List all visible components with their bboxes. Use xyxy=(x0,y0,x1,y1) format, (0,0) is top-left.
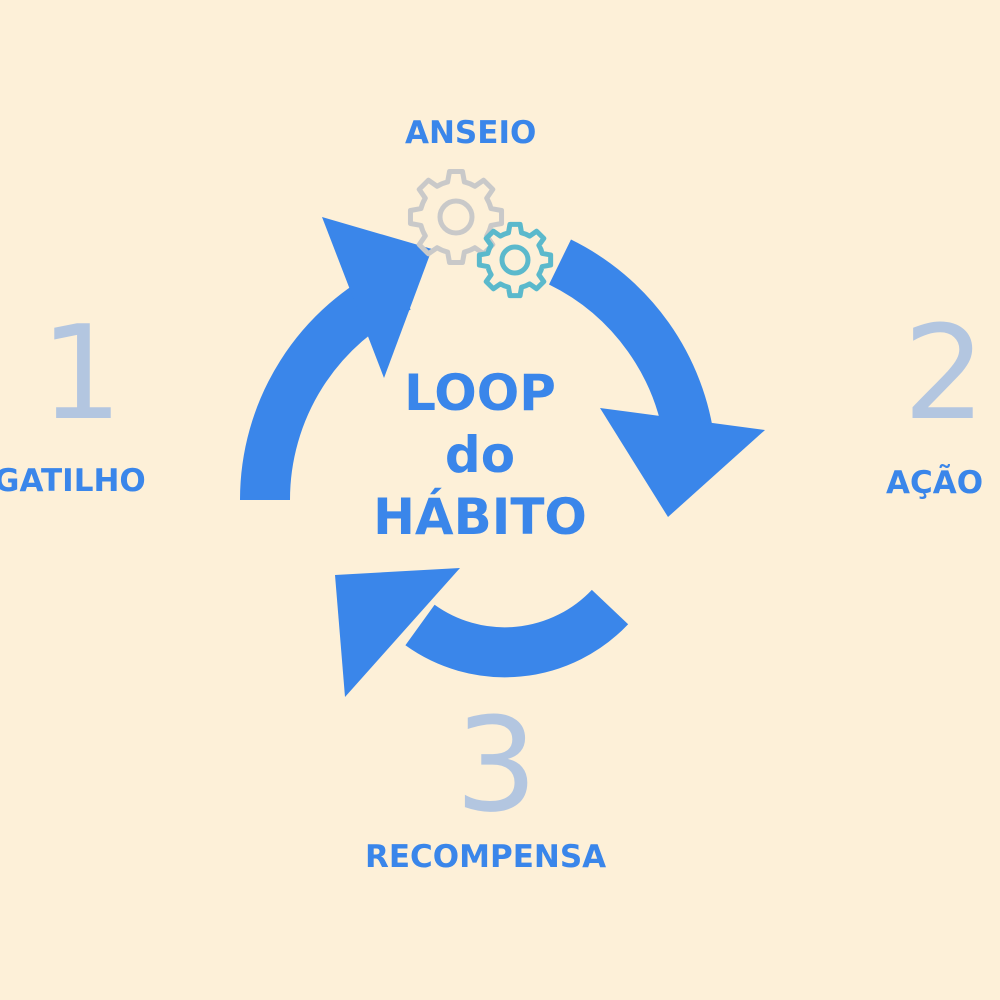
cycle-arrow-right xyxy=(548,239,765,517)
gears-icon xyxy=(407,168,554,299)
gear-grey-icon xyxy=(407,168,505,266)
stage-3-label: RECOMPENSA xyxy=(365,839,607,875)
center-title-line-1: LOOP xyxy=(404,364,556,422)
center-title-line-2: do xyxy=(444,426,516,484)
stage-1-label: GATILHO xyxy=(0,463,146,499)
stage-3-number: 3 xyxy=(455,689,538,841)
top-label-anseio: ANSEIO xyxy=(405,115,537,151)
center-title: LOOP do HÁBITO xyxy=(330,362,630,548)
stage-2-label: AÇÃO xyxy=(886,465,984,501)
stage-2-number: 2 xyxy=(903,297,986,449)
center-title-line-3: HÁBITO xyxy=(373,488,587,546)
gear-teal-icon xyxy=(476,221,554,299)
stage-1-number: 1 xyxy=(40,297,123,449)
cycle-arrow-bottom xyxy=(335,568,629,697)
cycle-arrow-left xyxy=(239,217,432,501)
